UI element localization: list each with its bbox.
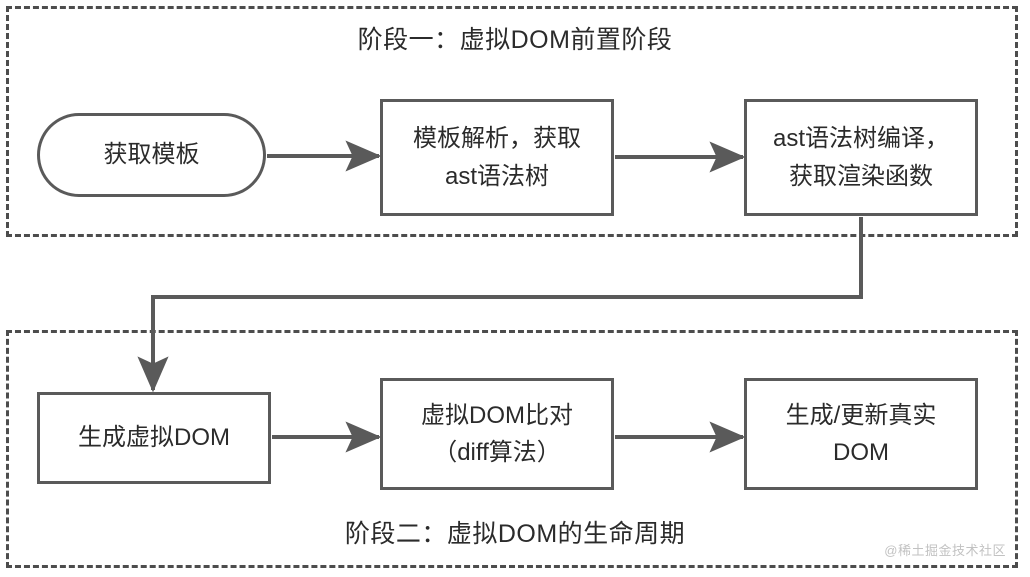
node-update-dom-line-1: 生成/更新真实 (785, 401, 937, 429)
node-create-vdom[interactable]: 生成虚拟DOM (37, 392, 271, 484)
node-compile-ast[interactable]: ast语法树编译， 获取渲染函数 (744, 99, 978, 216)
node-parse-template-line-1: 模板解析，获取 (413, 125, 581, 153)
watermark: @稀土掘金技术社区 (884, 543, 1006, 558)
node-parse-template[interactable]: 模板解析，获取 ast语法树 (380, 99, 614, 216)
node-parse-template-line-2: ast语法树 (444, 162, 549, 190)
phase-two-title: 阶段二：虚拟DOM的生命周期 (344, 520, 686, 548)
phase-one-title: 阶段一：虚拟DOM前置阶段 (357, 26, 673, 54)
node-update-dom[interactable]: 生成/更新真实 DOM (744, 378, 978, 490)
node-compile-ast-line-2: 获取渲染函数 (789, 162, 933, 190)
node-update-dom-line-2: DOM (833, 439, 889, 466)
node-get-template[interactable]: 获取模板 (37, 113, 266, 197)
node-diff-vdom-line-2: （diff算法） (433, 439, 561, 466)
node-get-template-line-1: 获取模板 (103, 141, 200, 169)
node-compile-ast-line-1: ast语法树编译， (772, 125, 949, 153)
node-create-vdom-line-1: 生成虚拟DOM (78, 424, 230, 452)
node-diff-vdom[interactable]: 虚拟DOM比对 （diff算法） (380, 378, 614, 490)
node-diff-vdom-line-1: 虚拟DOM比对 (421, 401, 573, 429)
